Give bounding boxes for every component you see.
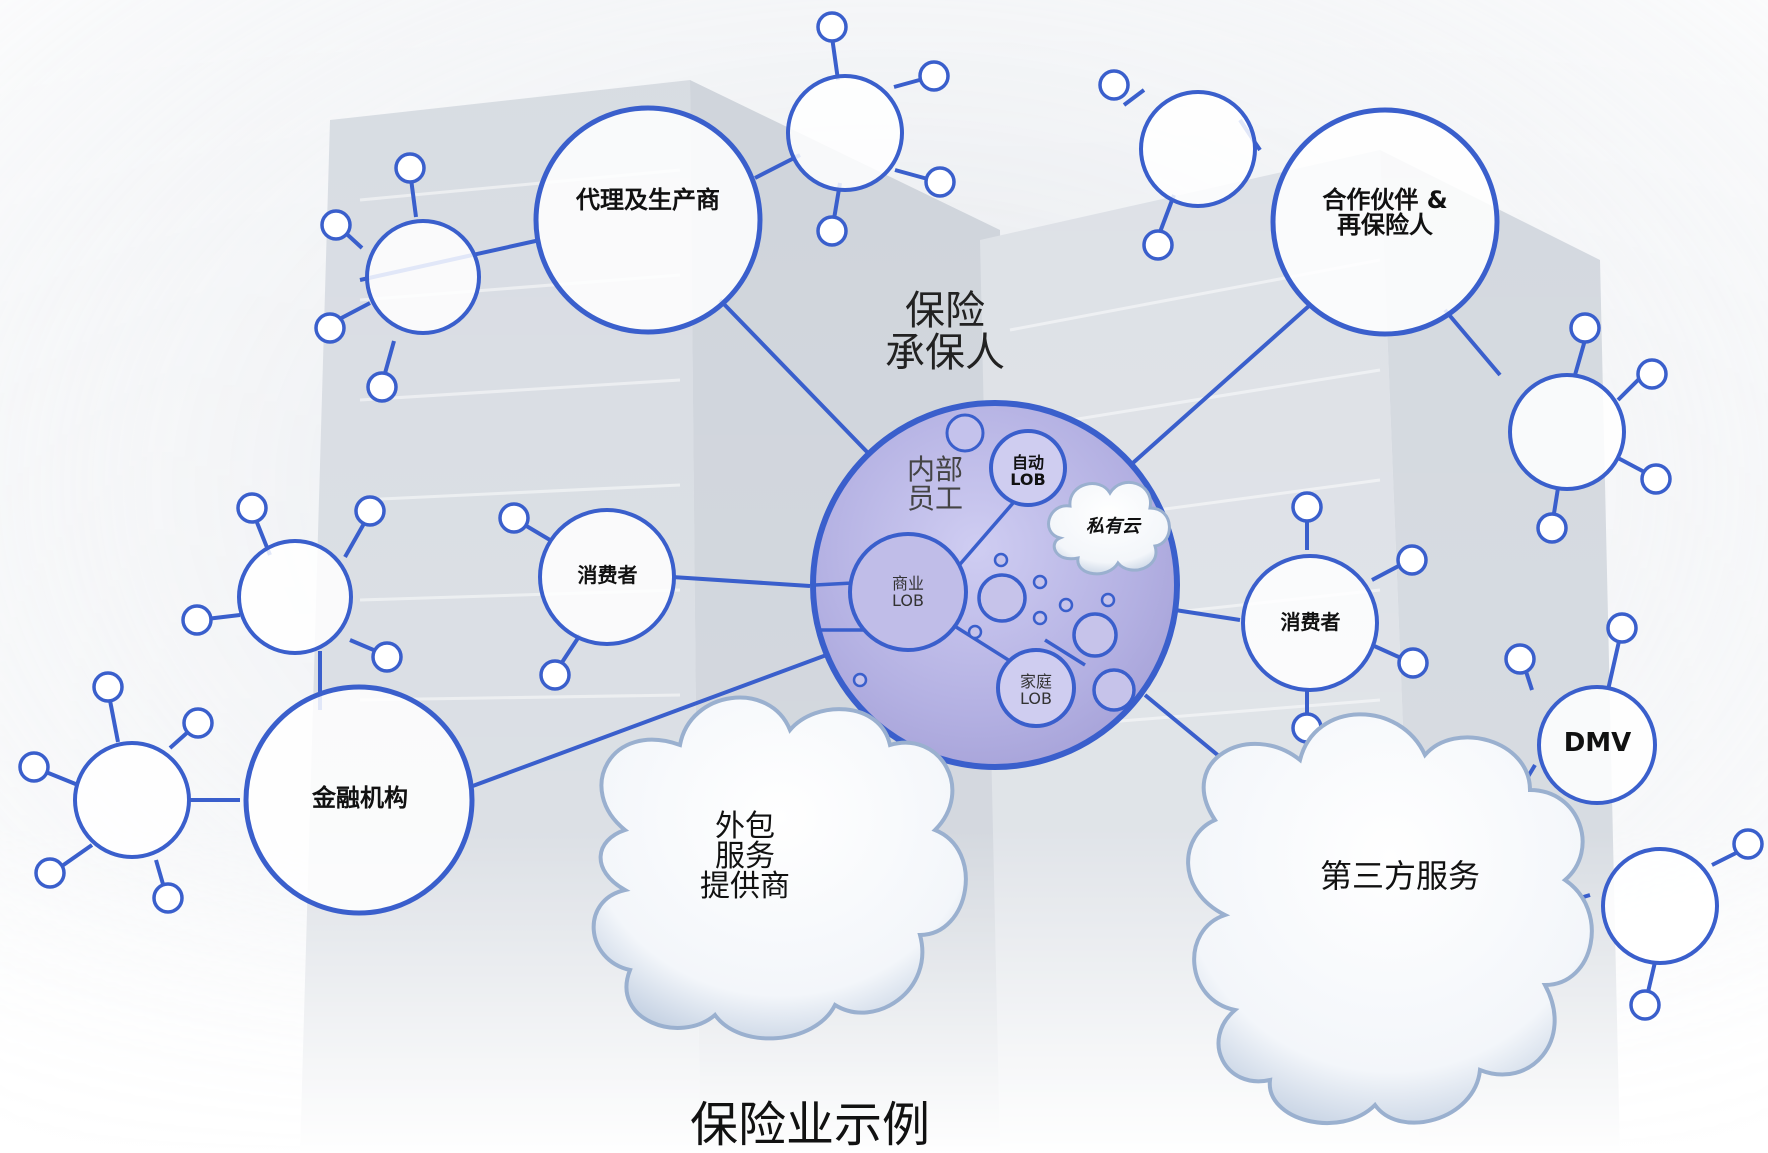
home-lob-label: 家庭 LOB <box>1006 672 1066 708</box>
insurer-label-line1: 保险 <box>905 288 985 334</box>
insurer-label: 保险 承保人 <box>870 290 1020 374</box>
home-lob-node <box>996 648 1076 728</box>
home-label-line2: LOB <box>1020 688 1052 708</box>
dmv-label: DMV <box>1563 728 1632 758</box>
outsource-label-line3: 提供商 <box>700 869 790 904</box>
internal-label-line1: 内部 <box>906 453 963 486</box>
partners-node <box>1270 107 1500 337</box>
consumers-left-label: 消费者 <box>577 563 638 587</box>
insurer-label-line2: 承保人 <box>885 330 1005 376</box>
auto-lob-node <box>989 429 1067 507</box>
partners-label-line2: 再保险人 <box>1337 211 1433 240</box>
dmv-node <box>1537 685 1657 805</box>
consumers-left-node <box>538 508 676 646</box>
financial-node <box>243 684 475 916</box>
commercial-label-line1: 商业 <box>891 574 924 593</box>
commercial-label-line2: LOB <box>892 590 924 610</box>
auto-label-line1: 自动 <box>1011 453 1044 472</box>
endpoint-dots <box>18 11 1764 1021</box>
outsource-label-line1: 外包 <box>715 809 775 844</box>
private-cloud <box>1047 480 1171 576</box>
auto-label-line2: LOB <box>1010 469 1046 489</box>
consumers-right-node <box>1241 554 1379 692</box>
commercial-lob-node <box>848 532 968 652</box>
internal-label-line2: 员工 <box>906 482 963 516</box>
commercial-lob-label: 商业 LOB <box>868 574 948 610</box>
financial-label: 金融机构 <box>312 784 408 812</box>
insurer-hub <box>810 400 1180 770</box>
internal-staff-label: 内部 员工 <box>890 455 980 514</box>
auto-lob-label: 自动 LOB <box>998 453 1058 489</box>
home-label-line1: 家庭 <box>1019 672 1052 691</box>
consumers-right-label: 消费者 <box>1280 610 1341 634</box>
page-title: 保险业示例 <box>689 1097 930 1153</box>
partners-label: 合作伙伴 & 再保险人 <box>1300 186 1470 240</box>
third-party-label: 第三方服务 <box>1319 857 1480 895</box>
outsourcing-label: 外包 服务 提供商 <box>680 812 810 902</box>
partners-label-line1: 合作伙伴 & <box>1322 186 1448 214</box>
private-cloud-label: 私有云 <box>1086 516 1140 537</box>
agents-node <box>533 105 763 335</box>
agents-label: 代理及生产商 <box>576 186 720 214</box>
outsource-label-line2: 服务 <box>715 839 775 874</box>
third-party-cloud <box>1186 712 1594 1125</box>
node-circles <box>73 74 1719 965</box>
outsourcing-cloud <box>591 695 968 1041</box>
